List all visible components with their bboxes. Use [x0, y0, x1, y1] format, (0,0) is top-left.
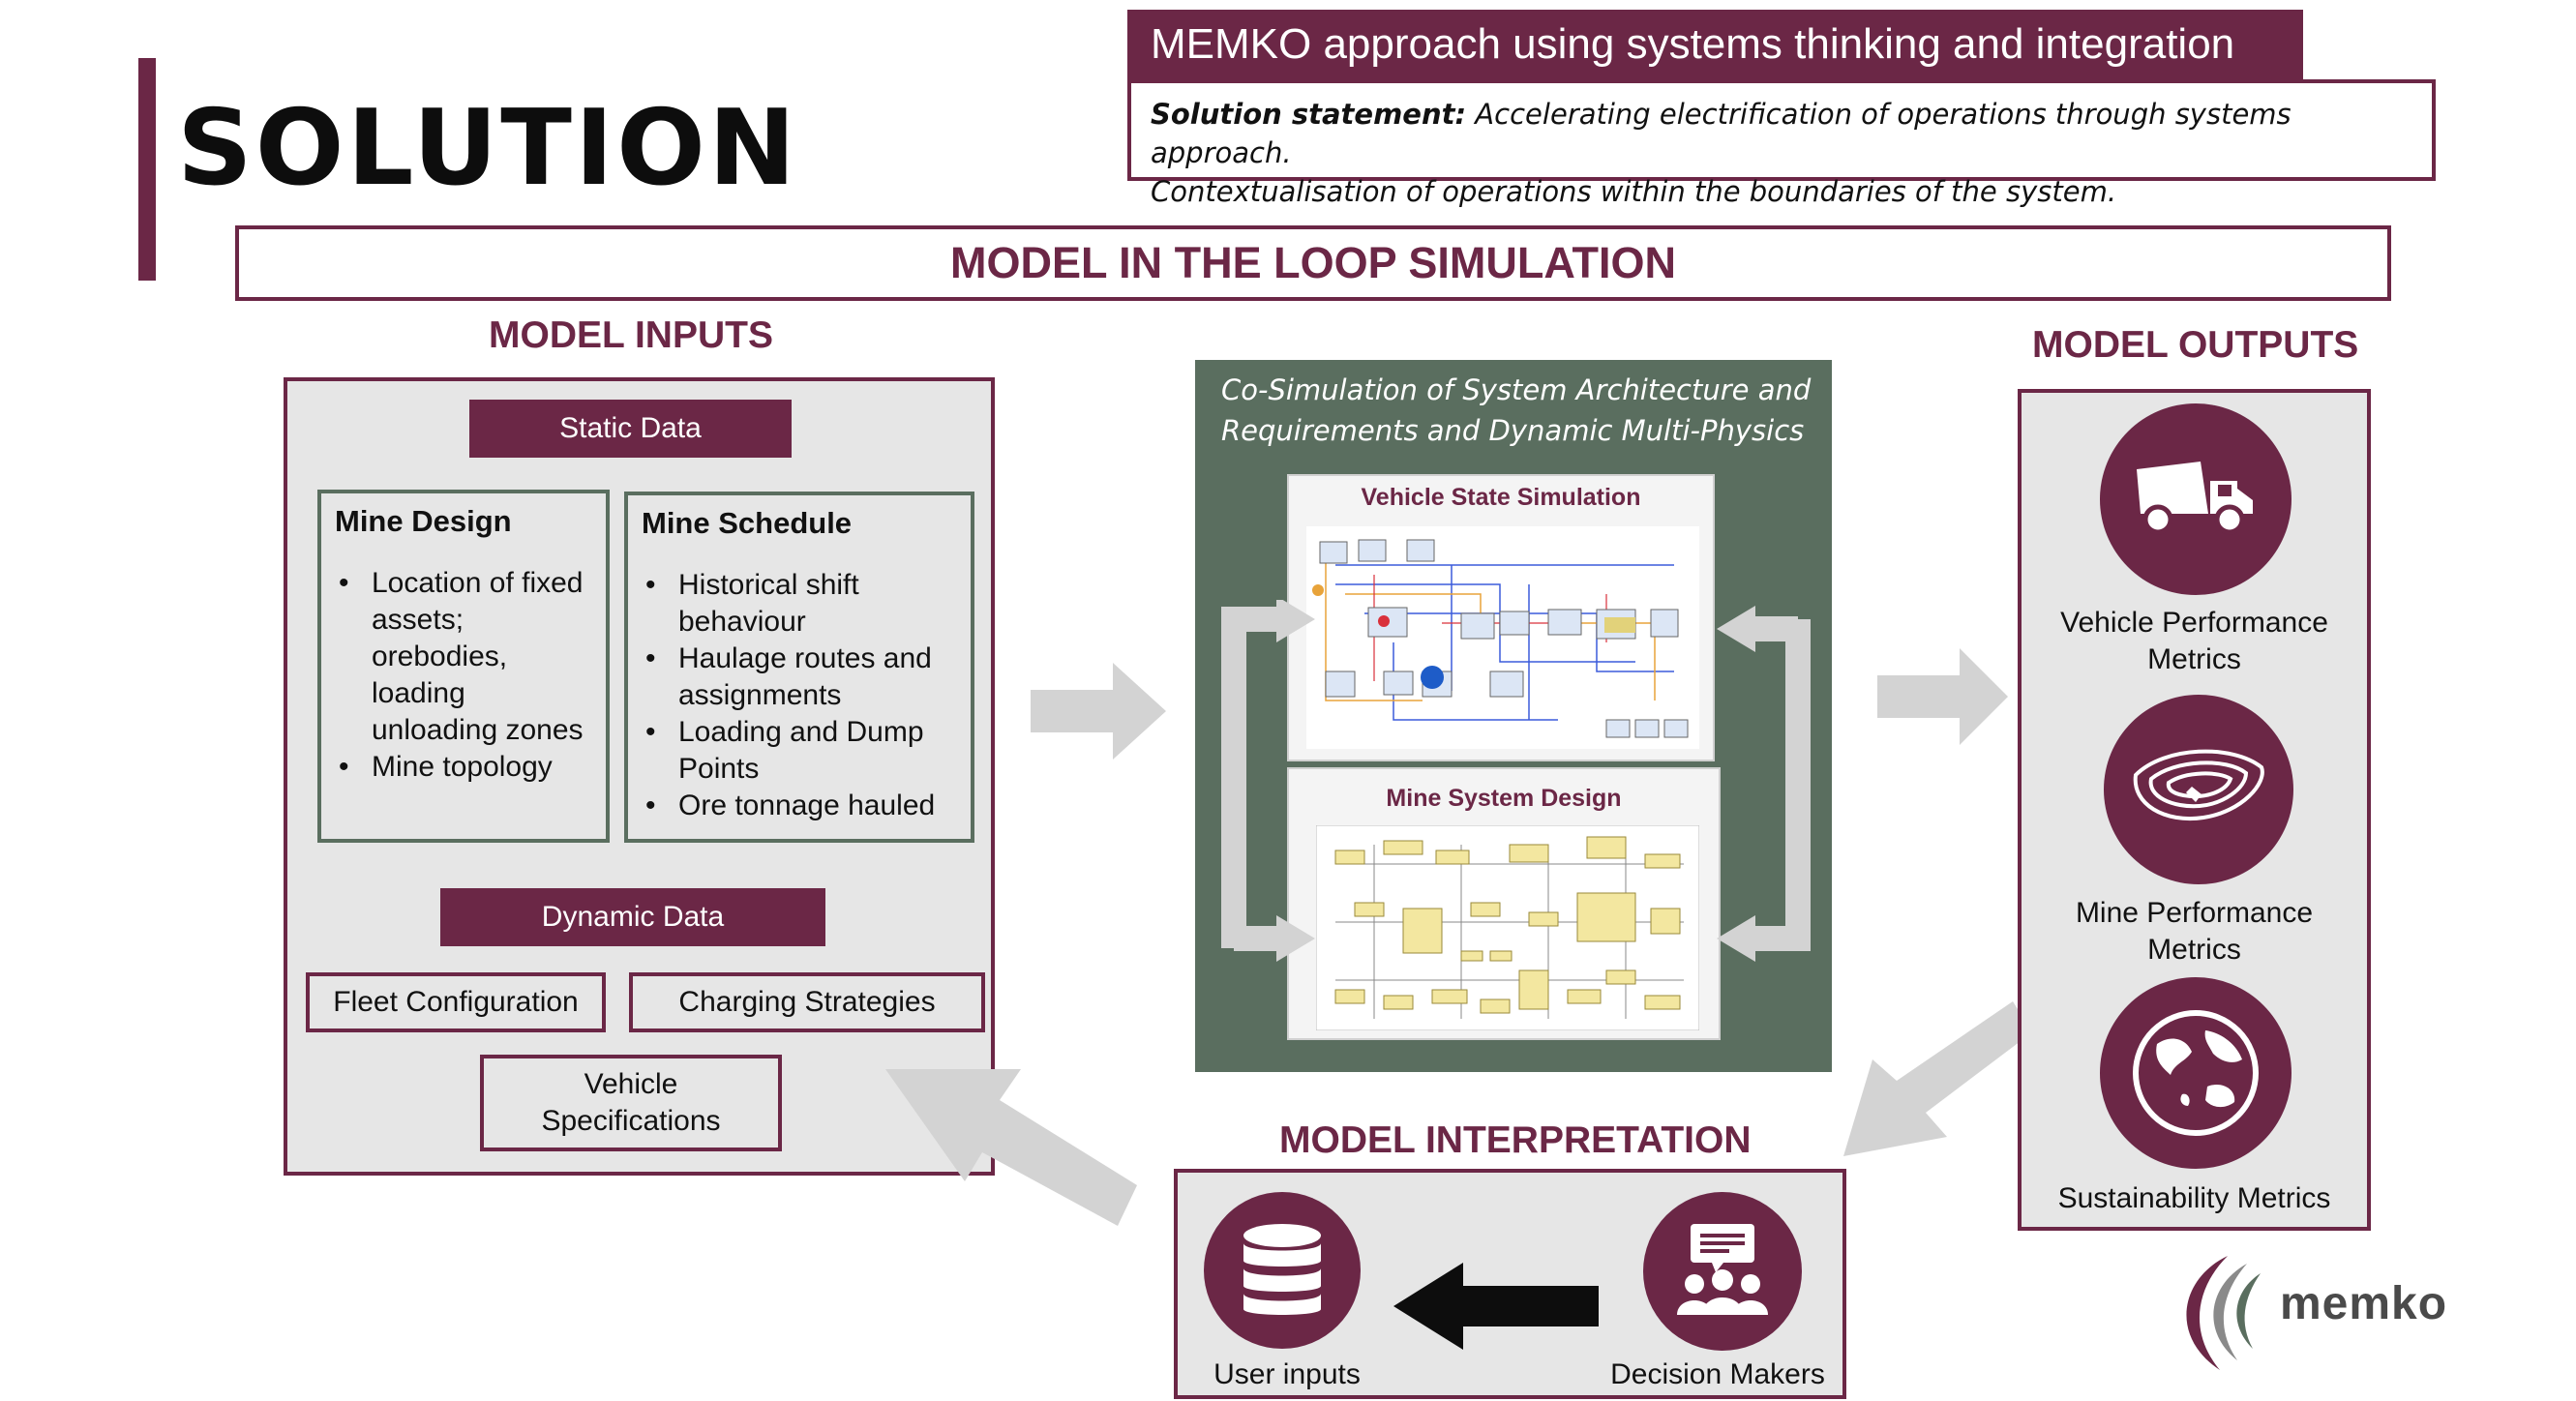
approach-title: MEMKO approach using systems thinking an… — [1127, 10, 2303, 79]
vehicle-label-line-1: Vehicle Performance — [2060, 607, 2328, 639]
mine-pit-icon — [2133, 749, 2264, 821]
globe-icon — [2133, 1010, 2259, 1136]
decision-makers-label: Decision Makers — [1610, 1358, 1825, 1390]
mine-system-diagram — [1316, 825, 1699, 1030]
loop-banner: MODEL IN THE LOOP SIMULATION — [235, 225, 2391, 301]
user-inputs-label: User inputs — [1213, 1358, 1361, 1390]
mine-system-card: Mine System Design — [1287, 767, 1721, 1040]
vehicle-specifications-box: Vehicle Specifications — [480, 1055, 782, 1151]
mine-design-title: Mine Design — [335, 504, 512, 538]
model-outputs-title: MODEL OUTPUTS — [2032, 324, 2359, 366]
model-inputs-title: MODEL INPUTS — [489, 314, 773, 356]
list-item: Loading and Dump Points — [642, 714, 957, 788]
charging-strategies-box: Charging Strategies — [629, 972, 985, 1032]
vehicle-model-diagram — [1306, 526, 1699, 749]
vehicle-metric-badge — [2100, 403, 2291, 595]
list-item: Location of fixed assets; orebodies, loa… — [335, 565, 592, 749]
list-item: Haulage routes and assignments — [642, 641, 957, 714]
dump-truck-icon — [2137, 462, 2253, 535]
model-interpretation-title: MODEL INTERPRETATION — [1279, 1119, 1752, 1161]
static-data-label: Static Data — [469, 400, 792, 458]
mine-label-line-1: Mine Performance — [2075, 897, 2314, 929]
mine-metric-badge — [2104, 695, 2293, 884]
title-accent-bar — [138, 58, 156, 281]
list-item: Mine topology — [335, 749, 592, 786]
user-inputs-badge — [1204, 1192, 1361, 1349]
mine-design-box: Mine Design Location of fixed assets; or… — [317, 490, 610, 843]
fleet-configuration-box: Fleet Configuration — [306, 972, 606, 1032]
mine-schedule-title: Mine Schedule — [642, 506, 853, 540]
list-item: Historical shift behaviour — [642, 567, 957, 641]
vehicle-specs-line-2: Specifications — [541, 1105, 721, 1137]
solution-statement: Solution statement: Accelerating electri… — [1127, 79, 2436, 208]
mine-system-title: Mine System Design — [1386, 785, 1622, 812]
vehicle-specs-line-1: Vehicle — [584, 1068, 678, 1100]
mine-performance-label: Mine Performance Metrics — [2032, 895, 2356, 969]
list-item: Ore tonnage hauled — [642, 788, 957, 824]
dynamic-data-label: Dynamic Data — [440, 888, 825, 946]
mine-label-line-2: Metrics — [2147, 934, 2241, 966]
caption-line-1: Co-Simulation of System Architecture and — [1221, 373, 1812, 406]
database-icon — [1243, 1224, 1321, 1315]
arrow-inputs-to-sim — [1031, 663, 1166, 760]
cosimulation-caption: Co-Simulation of System Architecture and… — [1221, 370, 1821, 451]
arrow-decision-to-user — [1393, 1263, 1599, 1350]
memko-logo-text: memko — [2280, 1278, 2448, 1329]
arrow-outputs-to-interpretation — [1843, 1001, 2032, 1156]
loop-arrow-right — [1717, 606, 1811, 962]
arrow-interpretation-to-inputs — [885, 1069, 1137, 1226]
sustainability-metric-badge — [2100, 977, 2291, 1169]
loop-arrow-left — [1221, 600, 1315, 962]
page-title: SOLUTION — [177, 88, 799, 209]
decision-makers-badge — [1643, 1192, 1802, 1351]
memko-logo-swoosh-icon — [2186, 1256, 2261, 1370]
arrow-sim-to-outputs — [1877, 648, 2008, 745]
mine-schedule-box: Mine Schedule Historical shift behaviour… — [624, 492, 974, 843]
caption-line-2: Requirements and Dynamic Multi-Physics — [1221, 414, 1805, 447]
team-discussion-icon — [1677, 1224, 1768, 1315]
statement-line-1: Accelerating electrification of operatio… — [1151, 98, 2291, 169]
vehicle-state-card: Vehicle State Simulation — [1287, 474, 1715, 761]
vehicle-performance-label: Vehicle Performance Metrics — [2032, 605, 2356, 678]
vehicle-label-line-2: Metrics — [2147, 643, 2241, 675]
vehicle-state-title: Vehicle State Simulation — [1361, 484, 1641, 511]
statement-line-2: Contextualisation of operations within t… — [1151, 175, 2117, 208]
sustainability-label: Sustainability Metrics — [2057, 1182, 2331, 1214]
statement-label: Solution statement: — [1151, 98, 1467, 131]
